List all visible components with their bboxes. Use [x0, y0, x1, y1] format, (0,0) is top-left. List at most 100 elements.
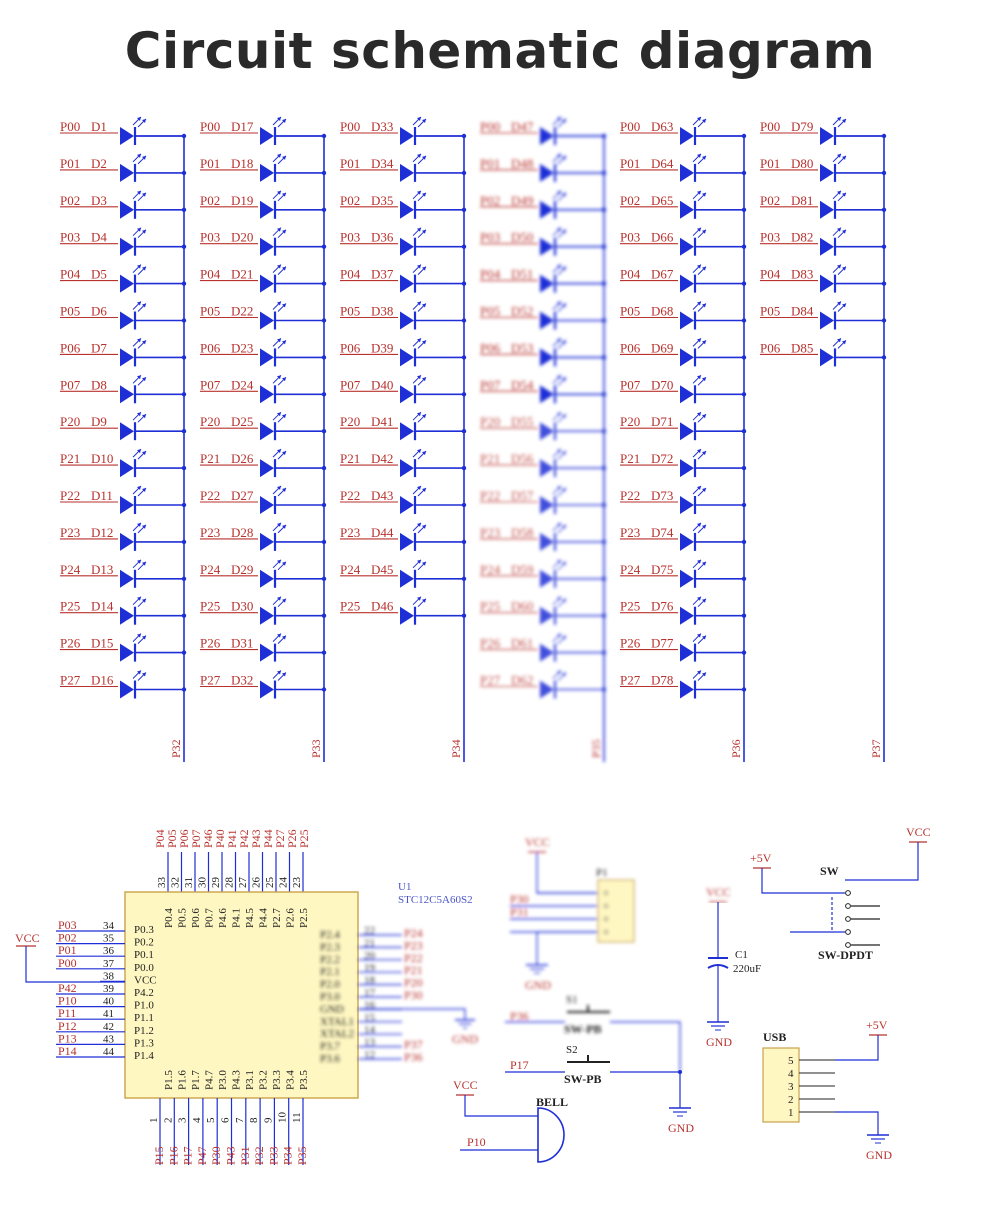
led-diode-icon	[820, 348, 834, 367]
header-net-label: P31	[510, 905, 529, 919]
junction-dot	[321, 613, 327, 618]
arrow-head-icon	[142, 303, 146, 308]
mcu-bottom-pin-name: P3.4	[285, 1070, 297, 1090]
pin-net-label: P06	[760, 340, 781, 355]
junction-dot	[601, 687, 607, 692]
mcu-bottom-pin-number: 5	[205, 1117, 217, 1123]
arrow-head-icon	[557, 559, 561, 564]
arrow-head-icon	[422, 524, 426, 529]
junction-dot	[181, 318, 187, 323]
pin-net-label: P21	[200, 451, 220, 466]
port-label: P35	[589, 739, 603, 758]
led-designator: D55	[511, 414, 533, 429]
arrow-head-icon	[562, 635, 566, 640]
supply-label: VCC	[706, 885, 731, 899]
usb-pin-number: 4	[788, 1068, 794, 1080]
pin-net-label: P24	[200, 562, 221, 577]
junction-dot	[741, 355, 747, 360]
arrow-head-icon	[697, 117, 701, 121]
arrow-head-icon	[562, 340, 566, 345]
mcu-designator: U1	[398, 881, 411, 893]
pin-net-label: P25	[620, 599, 640, 614]
arrow-head-icon	[557, 264, 561, 269]
header-pin-icon	[603, 929, 609, 935]
arrow-head-icon	[697, 153, 701, 158]
led-diode-icon	[260, 643, 274, 662]
pin-net-label: P03	[480, 230, 500, 245]
pin-net-label: P00	[760, 119, 780, 134]
led-designator: D24	[231, 377, 254, 392]
arrow-head-icon	[142, 561, 146, 566]
pin-net-label: P00	[340, 119, 360, 134]
led-diode-icon	[540, 200, 554, 219]
junction-dot	[181, 281, 187, 286]
arrow-head-icon	[557, 117, 561, 121]
arrow-head-icon	[557, 633, 561, 638]
arrow-head-icon	[557, 190, 561, 195]
led-diode-icon	[820, 311, 834, 330]
arrow-head-icon	[702, 303, 706, 308]
pin-net-label: P22	[340, 488, 360, 503]
led-diode-icon	[400, 274, 414, 293]
led-designator: D1	[91, 119, 107, 134]
led-diode-icon	[680, 643, 694, 662]
led-designator: D76	[651, 599, 674, 614]
arrow-head-icon	[422, 561, 426, 566]
arrow-head-icon	[137, 633, 141, 638]
arrow-head-icon	[702, 561, 706, 566]
mcu-right-pin-name: P2.4	[320, 929, 340, 941]
mcu-left-pin-number: 37	[103, 958, 115, 970]
led-designator: D70	[651, 377, 673, 392]
mcu-right-pin-number: 14	[364, 1024, 376, 1036]
led-designator: D66	[651, 230, 674, 245]
mcu-left-pin-name: P1.4	[134, 1050, 154, 1062]
mcu-right-pin-number: 16	[364, 999, 376, 1011]
junction-dot	[601, 392, 607, 397]
led-diode-icon	[400, 422, 414, 441]
vcc-label: VCC	[15, 931, 40, 945]
mcu-top-pin-number: 23	[291, 877, 303, 889]
pin-net-label: P23	[480, 525, 500, 540]
junction-dot	[881, 318, 887, 323]
arrow-head-icon	[842, 192, 846, 197]
led-diode-icon	[820, 237, 834, 256]
led-designator: D54	[511, 377, 534, 392]
arrow-head-icon	[422, 266, 426, 271]
pin-net-label: P27	[480, 673, 501, 688]
mcu-top-pin-number: 31	[183, 877, 195, 888]
mcu-bottom-pin-name: P3.1	[244, 1070, 256, 1090]
pin-net-label: P01	[760, 156, 780, 171]
led-designator: D52	[511, 304, 533, 319]
mcu-top-net-label: P04	[153, 829, 167, 848]
pin-net-label: P02	[340, 193, 360, 208]
junction-dot	[741, 502, 747, 508]
supply-label: +5V	[750, 851, 772, 865]
led-diode-icon	[540, 569, 554, 588]
arrow-head-icon	[277, 522, 281, 527]
arrow-head-icon	[702, 340, 706, 345]
supply-label: +5V	[866, 1018, 888, 1032]
pin-net-label: P27	[200, 673, 221, 688]
mcu-top-pin-name: P2.5	[298, 908, 310, 928]
mcu-top-pin-number: 27	[237, 877, 249, 889]
junction-dot	[321, 207, 327, 212]
arrow-head-icon	[282, 451, 286, 456]
mcu-bottom-pin-name: P3.5	[298, 1070, 310, 1090]
led-diode-icon	[540, 127, 554, 145]
junction-dot	[881, 207, 887, 212]
mcu-top-net-label: P43	[249, 829, 263, 848]
mcu-top-pin-number: 26	[251, 877, 263, 889]
page-title: Circuit schematic diagram	[124, 22, 876, 80]
mcu-right-pin-name: P2.0	[320, 979, 340, 991]
mcu-top-pin-name: P4.1	[231, 908, 243, 928]
